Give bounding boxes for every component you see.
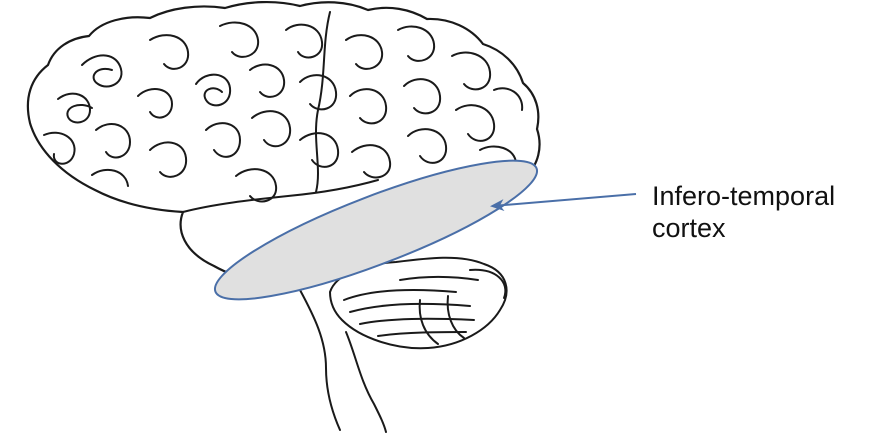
sulcus-line bbox=[58, 94, 92, 123]
sulcus-line bbox=[44, 133, 75, 164]
cerebellum-fold bbox=[400, 277, 478, 280]
sulcus-line bbox=[456, 105, 494, 141]
sulcus-line bbox=[452, 53, 490, 90]
infero-temporal-region bbox=[203, 137, 549, 324]
sulcus-line bbox=[96, 124, 130, 157]
sulcus-line bbox=[196, 75, 230, 106]
brainstem bbox=[300, 290, 386, 432]
sulcus-line bbox=[300, 75, 336, 109]
cerebellum-fold bbox=[378, 332, 466, 336]
region-label: Infero-temporal cortex bbox=[652, 180, 877, 244]
cerebellum-fold bbox=[360, 319, 474, 324]
sulcus-line bbox=[150, 35, 188, 69]
sulcus-line bbox=[138, 89, 172, 118]
sulcus-line bbox=[404, 79, 440, 113]
cerebellum-fold bbox=[344, 290, 456, 300]
sulcus-line bbox=[286, 25, 322, 58]
cerebellum-fold bbox=[350, 304, 470, 312]
sulcus-line bbox=[206, 123, 240, 157]
region-label-line2: cortex bbox=[652, 212, 877, 244]
sulcus-line bbox=[92, 170, 128, 186]
sulcus-line bbox=[220, 22, 258, 56]
sulcus-line bbox=[82, 55, 122, 86]
sulcus-line bbox=[150, 142, 186, 176]
sulcus-line bbox=[300, 133, 338, 167]
central-sulcus bbox=[316, 12, 330, 192]
sulcus-line bbox=[350, 89, 386, 123]
sulcus-line bbox=[398, 26, 434, 60]
region-label-line1: Infero-temporal bbox=[652, 180, 877, 212]
cerebellum-fold bbox=[420, 300, 438, 344]
sulcus-line bbox=[346, 35, 382, 69]
brainstem-right-edge bbox=[346, 332, 386, 432]
sulcus-line bbox=[236, 169, 276, 201]
sulcus-line bbox=[252, 111, 290, 146]
sulcus-line bbox=[494, 88, 522, 110]
sulcus-line bbox=[250, 65, 284, 97]
sulcus-line bbox=[408, 129, 446, 163]
sulcus-line bbox=[352, 145, 390, 177]
